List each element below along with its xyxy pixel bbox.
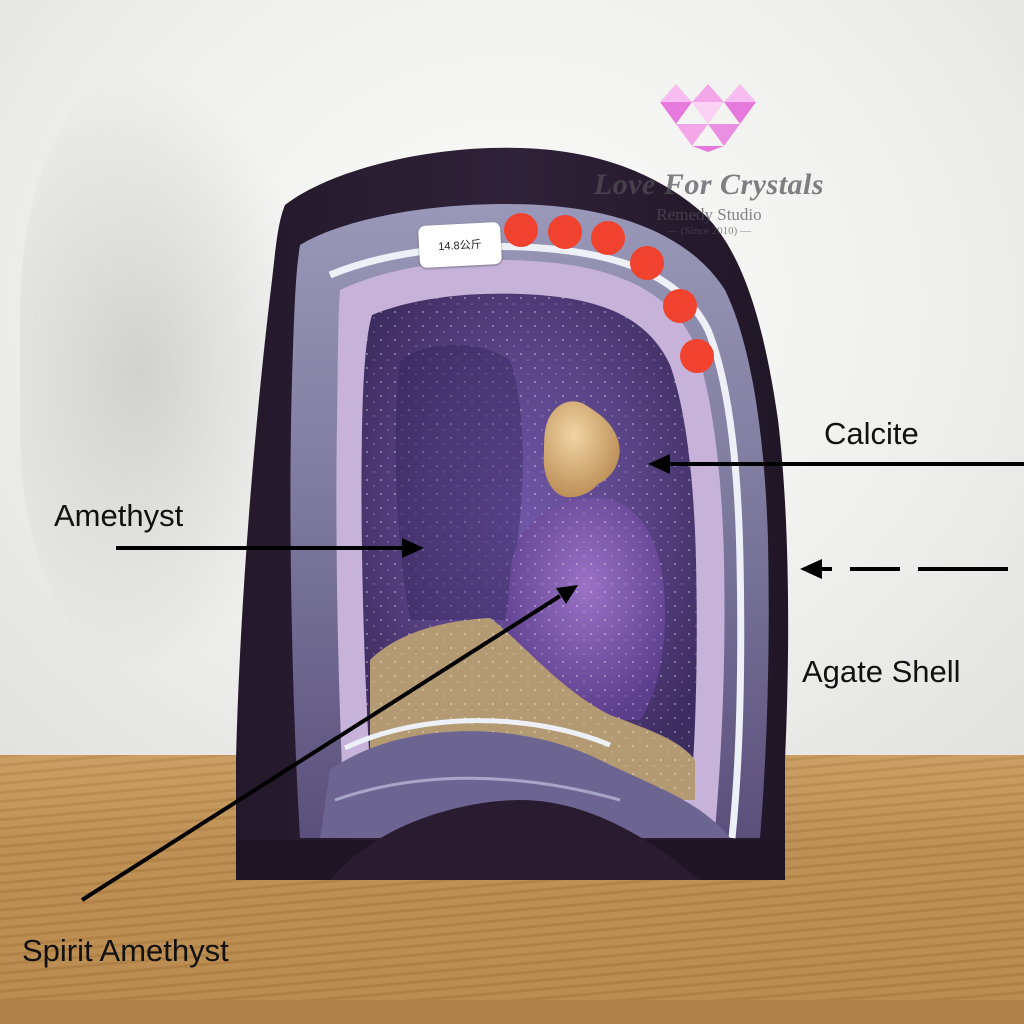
logo-established: — (Since 2010) —	[666, 225, 751, 237]
brand-logo: Love For Crystals Remedy Studio — (Since…	[584, 84, 834, 244]
cavity-shadow	[395, 345, 523, 620]
lower-agate-band	[320, 731, 730, 838]
agate-shell-arrowhead	[800, 559, 822, 579]
marker-dot	[504, 213, 538, 247]
marker-dot	[680, 339, 714, 373]
weight-tag: 14.8公斤	[417, 221, 503, 269]
spirit-amethyst-arrow-line	[80, 594, 562, 902]
calcite-label: Calcite	[824, 416, 919, 451]
calcite-crystal	[543, 401, 620, 498]
spirit-amethyst-label: Spirit Amethyst	[22, 933, 229, 968]
heart-gem-icon	[660, 84, 756, 152]
agate-shell-label: Agate Shell	[802, 654, 961, 689]
amethyst-label: Amethyst	[54, 498, 184, 533]
shelf-edge	[0, 1000, 1024, 1024]
amethyst-arrowhead	[402, 538, 424, 558]
marker-dots	[504, 213, 714, 373]
spirit-amethyst-arrowhead	[556, 585, 578, 604]
calcite-arrowhead	[648, 454, 670, 474]
annotation-arrows	[80, 454, 1024, 902]
logo-subtitle: Remedy Studio	[656, 205, 762, 224]
logo-title: Love For Crystals	[593, 168, 825, 201]
marker-dot	[548, 215, 582, 249]
base-bump	[330, 800, 700, 880]
marker-dot	[663, 289, 697, 323]
marker-dot	[630, 246, 664, 280]
marker-dot	[591, 221, 625, 255]
